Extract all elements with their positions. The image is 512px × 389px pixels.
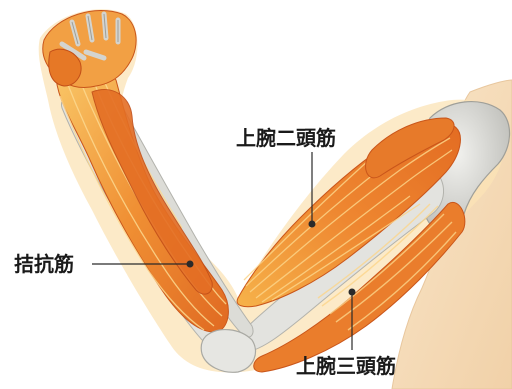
triceps-label: 上腕三頭筋 — [296, 356, 396, 376]
brachioradialis-label: 拮抗筋 — [14, 254, 74, 274]
biceps-leader-dot — [309, 221, 316, 228]
triceps-leader-dot — [349, 289, 356, 296]
brachio-leader-dot — [187, 261, 194, 268]
biceps-label: 上腕二頭筋 — [236, 128, 336, 148]
